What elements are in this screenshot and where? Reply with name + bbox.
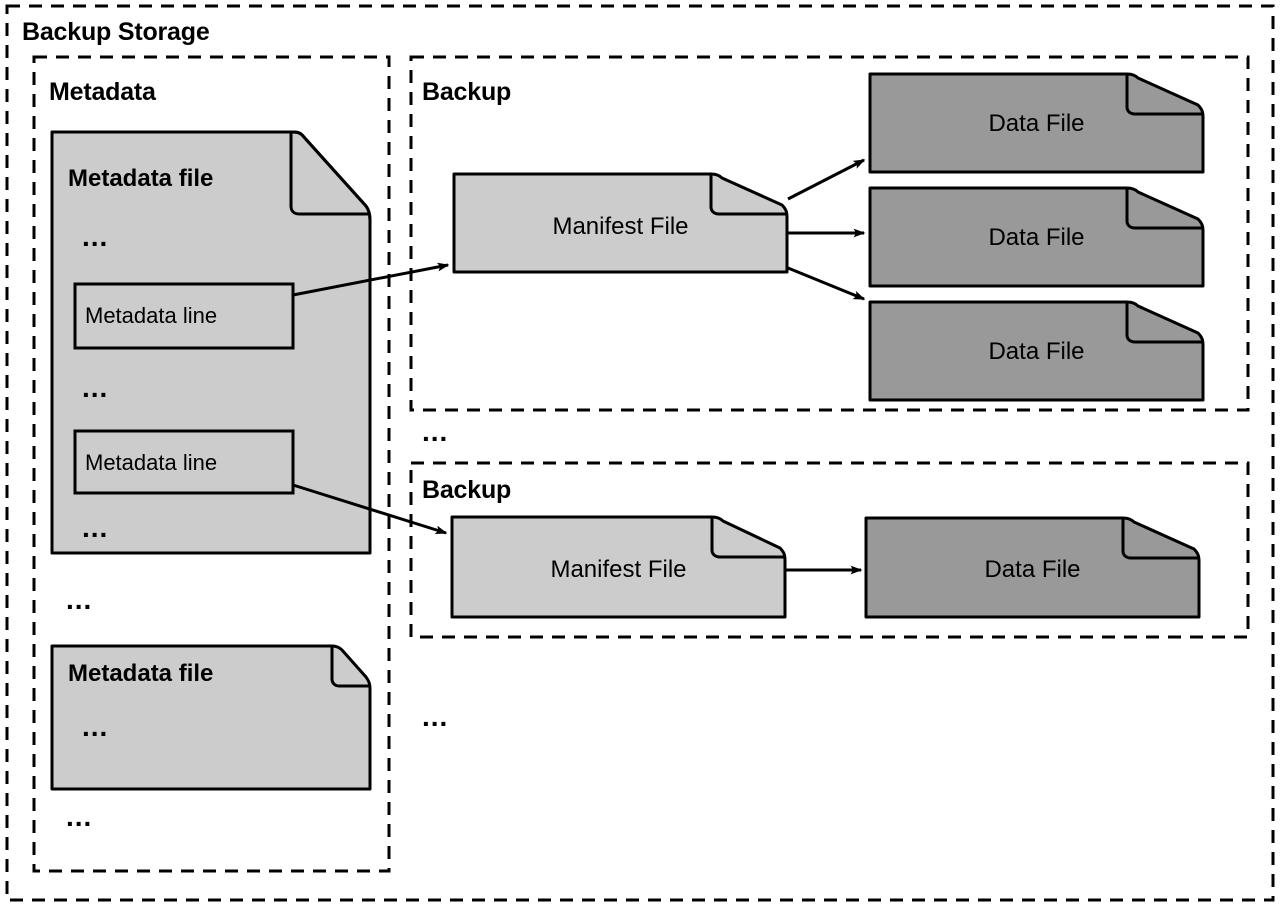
arrow-metadata-line-1-to-manifest-1 <box>292 262 450 297</box>
metadata-line-box-2 <box>73 429 295 495</box>
data-file-1-shape <box>868 72 1205 174</box>
manifest-file-2-shape <box>450 515 787 619</box>
arrow-manifest-1-to-data-file-3 <box>787 266 866 301</box>
data-file-4-shape <box>864 516 1201 619</box>
data-file-2-shape <box>868 186 1205 288</box>
arrow-metadata-line-2-to-manifest-2 <box>292 483 448 535</box>
metadata-file-2-shape <box>50 644 372 791</box>
backup-container-2 <box>409 461 1250 639</box>
manifest-file-1-shape <box>452 172 789 274</box>
outer-container-backup-storage <box>5 4 1275 902</box>
arrow-manifest-1-to-data-file-1 <box>787 158 866 201</box>
data-file-3-shape <box>868 300 1205 402</box>
metadata-container <box>32 55 391 873</box>
metadata-line-box-1 <box>73 282 295 350</box>
backup-container-1 <box>409 55 1250 412</box>
